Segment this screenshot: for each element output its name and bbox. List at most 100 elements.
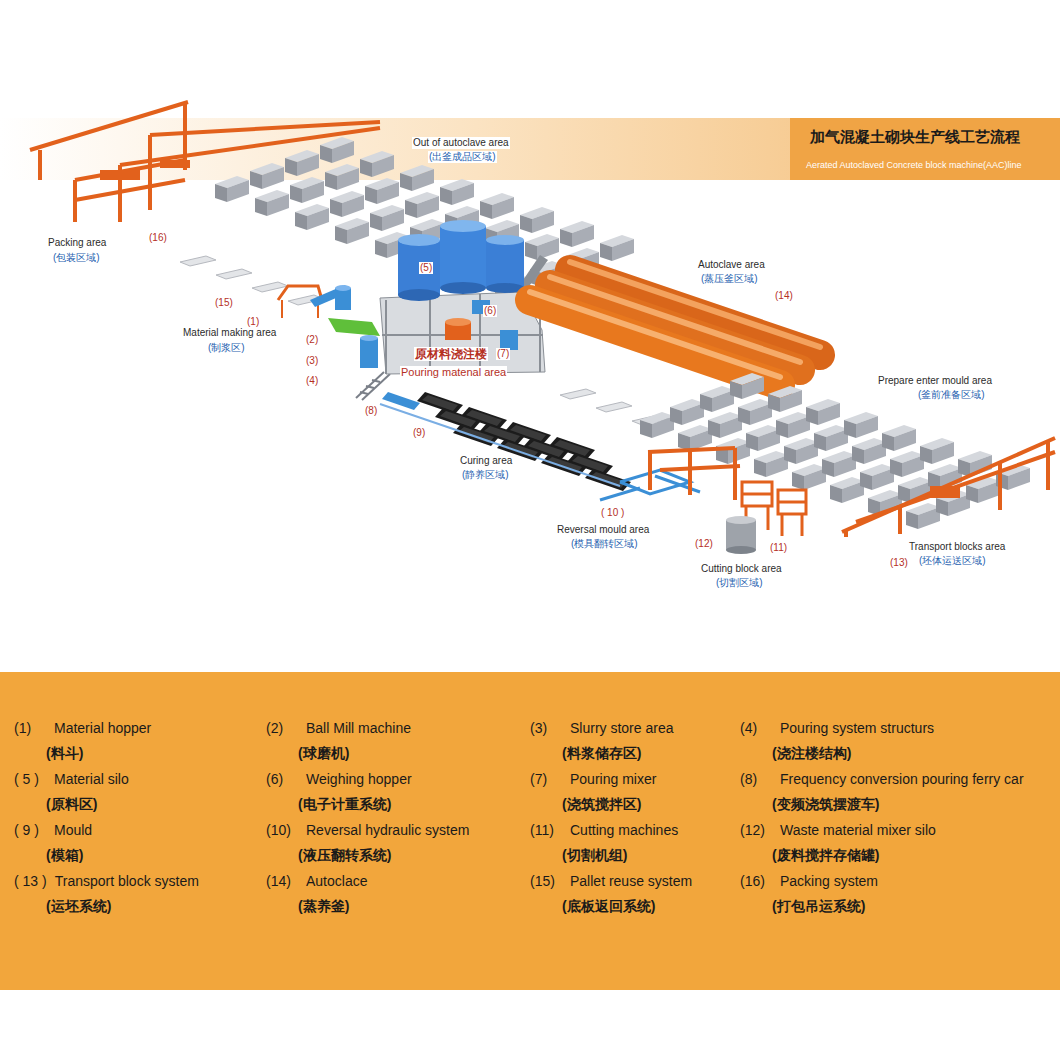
title-band [0, 118, 1060, 180]
legend-number: (10) [266, 822, 291, 839]
legend-number: ( 9 ) [14, 822, 39, 839]
callout-number: (15) [214, 297, 234, 309]
legend-number: ( 13 ) [14, 873, 47, 890]
area-label: (制浆区) [207, 342, 246, 354]
area-label: Pouring matenal area [400, 366, 507, 379]
legend-number: (11) [530, 822, 554, 839]
legend-number: (3) [530, 720, 547, 737]
title: 加气混凝土砌块生产线工艺流程 [810, 128, 1020, 146]
callout-number: (12) [694, 538, 714, 550]
legend-name: Pouring mixer [570, 771, 656, 788]
legend-chinese: (模箱) [46, 847, 83, 864]
callout-number: (11) [769, 542, 788, 554]
area-label: Prepare enter mould area [877, 375, 993, 387]
legend-chinese: (蒸养釜) [298, 898, 349, 915]
legend-name: Material silo [54, 771, 129, 788]
area-label: (出釜成品区域) [428, 151, 497, 163]
callout-number: (13) [889, 557, 909, 569]
legend-number: (2) [266, 720, 283, 737]
legend-name: Packing system [780, 873, 878, 890]
legend-name: Transport block system [55, 873, 199, 890]
legend-panel [0, 672, 1060, 990]
callout-number: (8) [364, 405, 378, 417]
area-label: (包装区域) [52, 252, 101, 264]
legend-chinese: (浇筑搅拌区) [562, 796, 641, 813]
area-label: Out of autoclave area [412, 137, 510, 149]
area-label: (釜前准备区域) [917, 389, 986, 401]
moulds [417, 392, 631, 491]
legend-chinese: (打包吊运系统) [772, 898, 865, 915]
transport-gantry [842, 438, 1055, 537]
callout-number: (7) [496, 348, 510, 360]
callout-number: ( 10 ) [600, 507, 625, 519]
title-box [790, 118, 1060, 180]
legend-number: (7) [530, 771, 547, 788]
legend-number: (6) [266, 771, 283, 788]
autoclaves [530, 262, 820, 385]
legend-name: Pallet reuse system [570, 873, 692, 890]
legend-chinese: (原料区) [46, 796, 97, 813]
ferry-car [380, 392, 620, 486]
area-label: Material making area [182, 327, 277, 339]
legend-number: (4) [740, 720, 757, 737]
callout-number: (4) [305, 375, 319, 387]
legend-name: Autoclace [306, 873, 367, 890]
area-label: (静养区域) [461, 469, 510, 481]
callout-number: (6) [483, 305, 497, 317]
material-silos [398, 220, 524, 301]
legend-chinese: (电子计重系统) [298, 796, 391, 813]
legend-chinese: (废料搅拌存储罐) [772, 847, 879, 864]
legend-name: Mould [54, 822, 92, 839]
legend-name: Waste material mixer silo [780, 822, 936, 839]
callout-number: (14) [774, 290, 794, 302]
callout-number: (9) [412, 427, 426, 439]
packing-gantry [30, 102, 380, 222]
area-label: Transport blocks area [908, 541, 1006, 553]
area-label: Packing area [47, 237, 107, 249]
waste-silo [726, 516, 756, 554]
legend-number: (8) [740, 771, 757, 788]
legend-name: Material hopper [54, 720, 151, 737]
legend-number: (12) [740, 822, 765, 839]
gantry-trolley [930, 486, 960, 498]
area-label: Reversal mould area [556, 524, 650, 536]
area-label: Autoclave area [697, 259, 766, 271]
area-label: (切割区域) [715, 577, 764, 589]
legend-name: Reversal hydraulic system [306, 822, 469, 839]
legend-chinese: (变频浇筑摆渡车) [772, 796, 879, 813]
legend-chinese: (液压翻转系统) [298, 847, 391, 864]
legend-chinese: (料浆储存区) [562, 745, 641, 762]
legend-name: Slurry store area [570, 720, 673, 737]
packing-hoist [100, 160, 190, 180]
legend-chinese: (底板返回系统) [562, 898, 655, 915]
legend-number: (15) [530, 873, 555, 890]
callout-number: (16) [148, 232, 168, 244]
legend-number: (14) [266, 873, 291, 890]
legend-chinese: (运坯系统) [46, 898, 111, 915]
legend-name: Weighing hopper [306, 771, 412, 788]
area-label: Curing area [459, 455, 513, 467]
legend-chinese: (料斗) [46, 745, 83, 762]
area-label: (蒸压釜区域) [700, 273, 759, 285]
area-label: Cutting block area [700, 563, 783, 575]
material-making [278, 285, 390, 400]
legend-number: (16) [740, 873, 765, 890]
legend-chinese: (切割机组) [562, 847, 627, 864]
transfer-gantry [648, 448, 740, 500]
callout-number: (5) [419, 262, 433, 274]
callout-number: (3) [305, 355, 319, 367]
legend-name: Ball Mill machine [306, 720, 411, 737]
legend-number: ( 5 ) [14, 771, 39, 788]
legend-name: Cutting machines [570, 822, 678, 839]
subtitle: Aerated Autoclaved Concrete block machin… [806, 160, 1022, 171]
legend-chinese: (浇注楼结构) [772, 745, 851, 762]
area-label: (模具翻转区域) [570, 538, 639, 550]
callout-number: (2) [305, 334, 319, 346]
legend-name: Frequency conversion pouring ferry car [780, 771, 1024, 788]
area-label: (坯体运送区域) [918, 555, 987, 567]
area-label: 原材料浇注楼 [414, 347, 488, 361]
green-blocks [640, 373, 1030, 529]
legend-name: Pouring system structurs [780, 720, 934, 737]
